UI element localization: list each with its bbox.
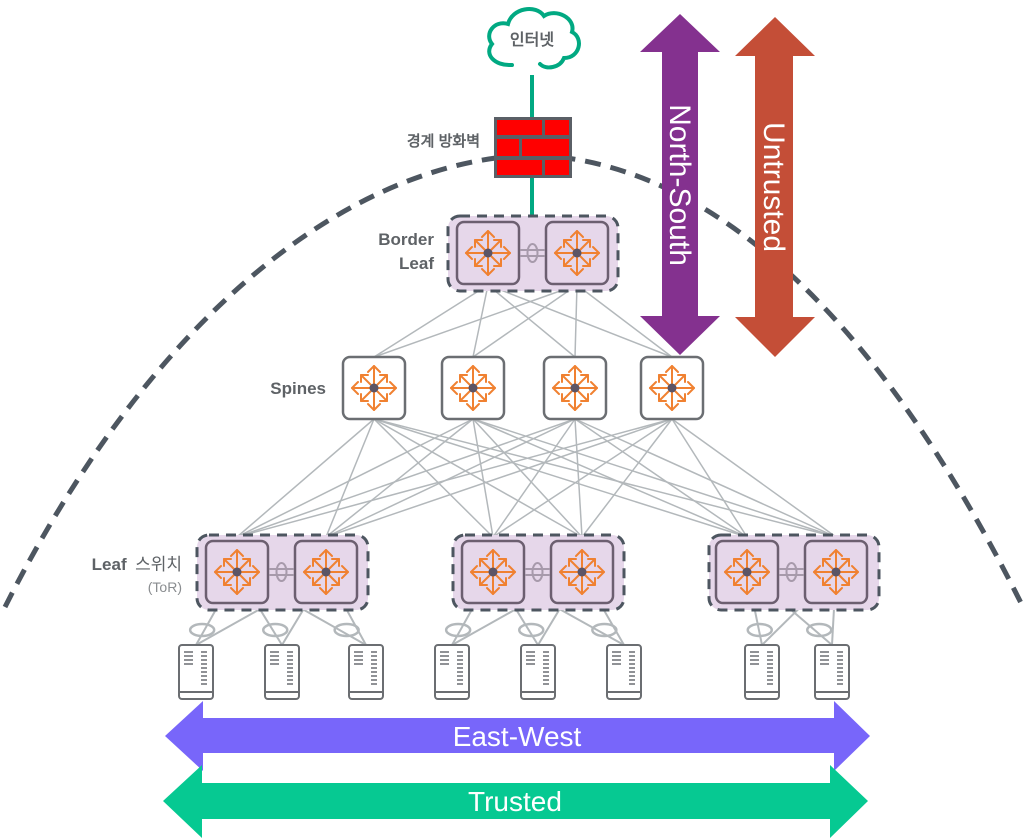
spine-leaf-link [574,418,748,538]
leaf-label-ko: 스위치 [135,555,182,574]
firewall-label: 경계 방화벽 [407,132,480,150]
spine-leaf-link [581,418,673,538]
spine-leaf-link [325,418,375,538]
untrusted-label: Untrusted [757,122,790,252]
spine-leaf-link [236,418,474,538]
leaf-switch [803,539,869,605]
leaf-switch [460,539,526,605]
untrusted-arrow: Untrusted [735,17,815,357]
lag-ring-icon [806,622,833,638]
leaf-label-bold: Leaf [92,555,127,574]
internet-cloud: 인터넷 [487,7,581,70]
isl-link-icon [525,562,550,582]
spine-leaf-link [373,418,494,538]
leaf-label-sub: (ToR) [148,579,182,595]
lag-ring-icon [333,622,360,638]
border-leaf-label-line2: Leaf [399,254,434,273]
spine-switch [542,355,608,421]
trusted-label: Trusted [468,786,562,817]
spine-leaf-link [472,418,583,538]
spine-leaf-link [671,418,837,538]
server-icon [606,644,642,700]
east-west-arrow: East-West [165,701,870,771]
spine-leaf-link [236,418,673,538]
spine-leaf-link [325,418,474,538]
north-south-arrow: North-South [640,14,720,355]
border-leaf-switch [455,220,521,286]
border-leaf-label-line1: Border [378,230,434,249]
spine-leaf-link [325,418,576,538]
spine-leaf-link [236,418,375,538]
lag-ring-icon [746,622,773,638]
spine-leaf-link [574,418,583,538]
lag-ring-icon [518,622,545,638]
leaf-switch [549,539,615,605]
leaf-switch [204,539,270,605]
east-west-arrow-shape [165,701,870,771]
trust-boundary-curve [2,152,1024,609]
isl-link-icon [779,562,804,582]
spine-leaf-link [373,418,748,538]
spine-border-link [373,284,489,358]
spine-border-link [487,284,673,358]
internet-label: 인터넷 [510,30,554,49]
server-icon [520,644,556,700]
server-icon [814,644,850,700]
server-icon [178,644,214,700]
spine-leaf-link [492,418,673,538]
isl-link-icon [269,562,294,582]
north-south-arrow-shape [640,14,720,355]
server-icon [744,644,780,700]
untrusted-arrow-shape [735,17,815,357]
east-west-label: East-West [453,721,582,752]
spine-leaf-link [373,418,837,538]
border-leaf-switch [544,220,610,286]
lag-ring-icon [444,622,472,638]
spine-switch [639,355,705,421]
trusted-arrow: Trusted [163,765,868,838]
lag-ring-icon [188,622,216,638]
spine-border-link [487,284,576,358]
spine-leaf-link [236,418,576,538]
spine-switch [341,355,407,421]
server-icon [264,644,300,700]
leaf-switch [293,539,359,605]
spine-leaf-link [325,418,673,538]
spine-leaf-link [472,418,494,538]
north-south-label: North-South [663,104,696,266]
isl-link-icon [520,243,545,263]
trusted-arrow-shape [163,765,868,838]
spine-border-link [472,284,578,358]
server-icon [434,644,470,700]
spine-leaf-link [373,418,583,538]
border-firewall: 경계 방화벽 [407,117,572,178]
spine-leaf-link [492,418,576,538]
leaf-switch [714,539,780,605]
spines-label: Spines [270,379,326,398]
spine-switch [440,355,506,421]
spine-border-link [472,284,489,358]
leaf-label: Leaf 스위치 [92,555,182,574]
lag-ring-icon [262,622,289,638]
server-icon [348,644,384,700]
spine-border-link [574,284,578,358]
cloud-icon [487,7,581,70]
spine-border-link [373,284,578,358]
spine-leaf-link [574,418,837,538]
spine-leaf-link [671,418,748,538]
firewall-icon [494,117,572,178]
lag-ring-icon [591,622,618,638]
spine-border-link [576,284,673,358]
